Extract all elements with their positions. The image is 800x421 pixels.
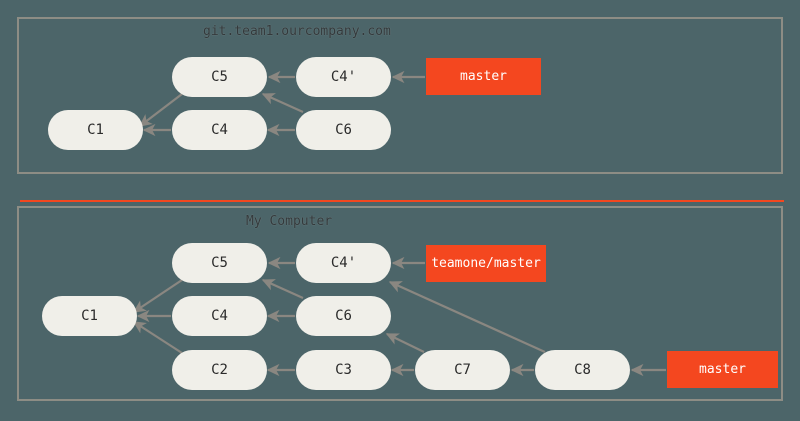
commit-node-b-c8[interactable]: C8 <box>535 350 630 390</box>
panel-my-computer-title: My Computer <box>246 214 333 229</box>
commit-node-b-c5[interactable]: C5 <box>172 243 267 283</box>
panel-my-computer <box>17 206 783 401</box>
commit-node-b-c2[interactable]: C2 <box>172 350 267 390</box>
panel-divider <box>20 200 784 202</box>
commit-node-t-c5[interactable]: C5 <box>172 57 267 97</box>
panel-remote-server <box>17 17 783 174</box>
commit-node-t-c4[interactable]: C4 <box>172 110 267 150</box>
commit-node-b-c7[interactable]: C7 <box>415 350 510 390</box>
commit-node-t-c4p[interactable]: C4' <box>296 57 391 97</box>
panel-remote-server-title: git.team1.ourcompany.com <box>203 24 391 39</box>
commit-node-t-c1[interactable]: C1 <box>48 110 143 150</box>
commit-node-t-c6[interactable]: C6 <box>296 110 391 150</box>
branch-ref-t-master[interactable]: master <box>426 58 541 95</box>
branch-ref-b-teamone-master[interactable]: teamone/master <box>426 245 546 282</box>
commit-node-b-c6[interactable]: C6 <box>296 296 391 336</box>
commit-node-b-c4p[interactable]: C4' <box>296 243 391 283</box>
commit-node-b-c3[interactable]: C3 <box>296 350 391 390</box>
branch-ref-b-master[interactable]: master <box>667 351 778 388</box>
commit-node-b-c4[interactable]: C4 <box>172 296 267 336</box>
commit-node-b-c1[interactable]: C1 <box>42 296 137 336</box>
